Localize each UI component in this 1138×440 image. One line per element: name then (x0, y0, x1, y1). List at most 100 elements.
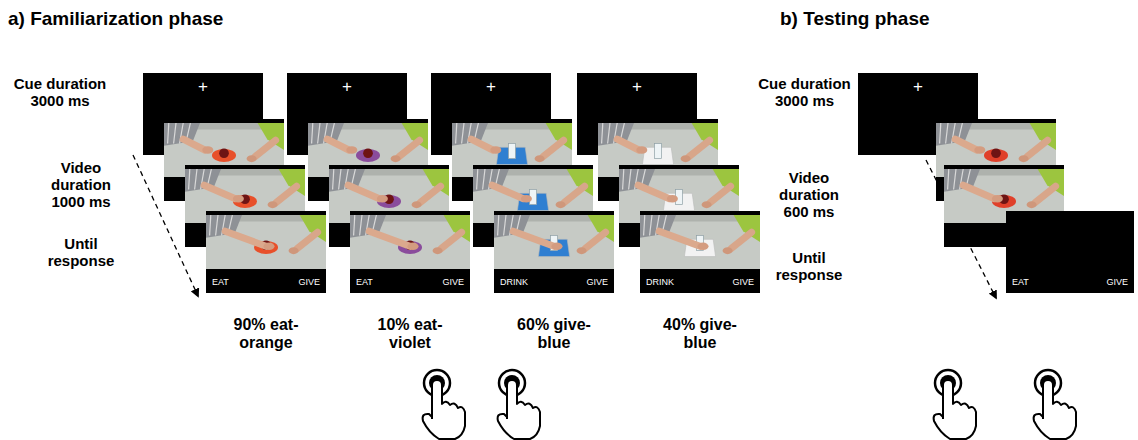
button-press-icon (423, 370, 465, 439)
left-hand (377, 195, 388, 203)
right-arm (731, 232, 751, 248)
sleeve-stripe (360, 215, 362, 236)
left-hand (408, 243, 419, 251)
left-arm (471, 139, 493, 150)
sleeve-stripe (168, 123, 169, 144)
right-hand (268, 201, 278, 208)
response-screen: DRINKGIVE (640, 211, 760, 293)
response-option: DRINK (500, 277, 528, 287)
video-still (494, 215, 614, 269)
sleeve-stripe (954, 169, 956, 190)
left-arm (348, 185, 379, 199)
video-still (350, 215, 470, 269)
sleeve-stripe (333, 169, 334, 190)
response-option: EAT (212, 277, 229, 287)
left-hand (346, 146, 357, 154)
left-hand (202, 146, 213, 154)
timing-label: Video duration 1000 ms (40, 160, 122, 210)
apple (363, 148, 373, 158)
sleeve-stripe (644, 215, 645, 236)
left-arm (492, 185, 523, 199)
right-hand (577, 247, 587, 254)
sleeve-stripe (339, 169, 341, 190)
sleeve-stripe (650, 215, 652, 236)
left-arm (204, 185, 235, 199)
sleeve-stripe (456, 123, 457, 144)
sleeve-stripe (462, 123, 464, 144)
response-screen: EATGIVE (1006, 211, 1134, 293)
button-press-icon (934, 370, 976, 439)
sleeve-stripe (946, 123, 948, 144)
right-arm (399, 140, 419, 156)
timing-label: Cue duration 3000 ms (752, 76, 857, 110)
sleeve-stripe (629, 169, 631, 190)
plate (984, 149, 1008, 162)
sleeve-stripe (318, 123, 320, 144)
left-hand (490, 146, 501, 154)
response-option: GIVE (298, 277, 320, 287)
right-hand (535, 155, 545, 162)
right-arm (297, 232, 317, 248)
phase-heading: a) Familiarization phase (8, 8, 223, 29)
plate (212, 149, 236, 162)
sleeve-stripe (189, 169, 190, 190)
fixation-cross: + (143, 77, 263, 97)
hand-outline (423, 380, 465, 439)
fixation-cross: + (431, 77, 551, 97)
video-still (640, 215, 760, 269)
response-option: EAT (1012, 277, 1029, 287)
hand-outline (1034, 380, 1076, 439)
left-arm (183, 139, 205, 150)
left-hand (552, 243, 563, 251)
right-arm (1027, 140, 1047, 156)
phase-heading: b) Testing phase (780, 8, 930, 29)
sleeve-stripe (354, 215, 355, 236)
sleeve-stripe (312, 123, 313, 144)
left-arm (659, 231, 700, 246)
left-arm (963, 185, 994, 199)
table-surface (640, 215, 760, 269)
video-still (206, 215, 326, 269)
right-hand (702, 201, 712, 208)
fixation-cross: + (577, 77, 697, 97)
response-option: GIVE (732, 277, 754, 287)
apple (219, 148, 229, 158)
right-arm (420, 186, 440, 202)
plate (356, 149, 380, 162)
plate (992, 195, 1016, 208)
response-screen: EATGIVE (350, 211, 470, 293)
sleeve-stripe (498, 215, 499, 236)
apple (991, 148, 1001, 158)
right-hand (391, 155, 401, 162)
left-hand (974, 146, 985, 154)
right-hand (289, 247, 299, 254)
left-arm (369, 231, 410, 246)
right-hand (247, 155, 257, 162)
right-hand (1027, 201, 1037, 208)
left-arm (327, 139, 349, 150)
right-arm (564, 186, 584, 202)
condition-label: 90% eat-orange (220, 316, 312, 352)
response-option: GIVE (442, 277, 464, 287)
fixation-cross: + (287, 77, 407, 97)
plate (233, 195, 257, 208)
right-hand (681, 155, 691, 162)
sleeve-stripe (210, 215, 211, 236)
timing-label: Cue duration 3000 ms (5, 76, 115, 110)
timing-label: Video duration 600 ms (768, 170, 850, 220)
glass (509, 144, 516, 159)
sleeve-stripe (608, 123, 610, 144)
right-hand (433, 247, 443, 254)
right-hand (412, 201, 422, 208)
condition-label: 40% give-blue (654, 316, 746, 352)
response-screen: EAT GIVE (206, 211, 326, 293)
right-arm (689, 140, 709, 156)
condition-label: 60% give-blue (508, 316, 600, 352)
left-hand (636, 146, 647, 154)
right-arm (1035, 186, 1055, 202)
right-hand (723, 247, 733, 254)
timing-label: Until response (40, 236, 122, 270)
button-press-icon (1034, 370, 1076, 439)
left-hand (992, 195, 1003, 203)
